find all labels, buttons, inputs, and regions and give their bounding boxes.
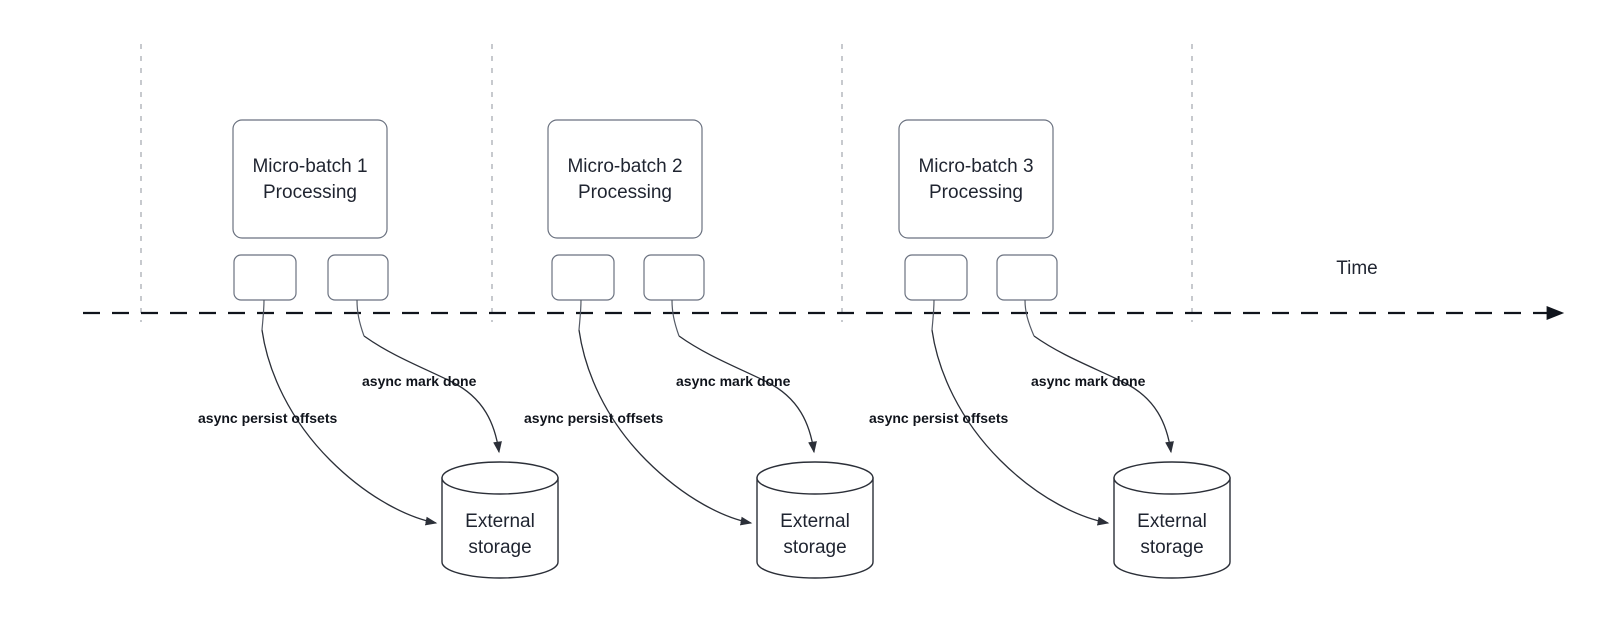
external-storage-3-label-line2: storage [1140,537,1203,558]
task-2b-box[interactable] [643,254,705,301]
micro-batch-3-box[interactable] [898,119,1054,239]
external-storage-1-label-line2: storage [468,537,531,558]
task-1a-box[interactable] [233,254,297,301]
external-storage-1-label-line1: External [465,511,535,532]
task-1b-box[interactable] [327,254,389,301]
task-3a-stem [931,299,935,331]
external-storage-2-top [756,461,874,495]
time-axis: Time [83,258,1565,321]
task-2a-box[interactable] [551,254,615,301]
micro-batch-2-box[interactable] [547,119,703,239]
task-1a-stem [261,299,265,331]
micro-batch-3-label-line2: Processing [929,182,1023,203]
external-storage-2-body [756,477,874,579]
task-3b-stem [1024,299,1035,337]
external-storage-1[interactable]: External storage [441,461,559,579]
async-mark-done-label-3: async mark done [1031,373,1146,389]
task-2b-stem [671,299,680,337]
micro-batch-2-label-line2: Processing [578,182,672,203]
micro-batch-group-1: Micro-batch 1 Processing External storag… [198,119,559,579]
time-axis-label: Time [1336,258,1378,279]
external-storage-1-top [441,461,559,495]
async-persist-offsets-arrow-1 [261,329,438,526]
task-2a-stem [578,299,582,331]
async-persist-offsets-arrow-2 [578,329,753,526]
async-mark-done-label-1: async mark done [362,373,477,389]
external-storage-2-label-line1: External [780,511,850,532]
external-storage-2[interactable]: External storage [756,461,874,579]
micro-batch-1-box[interactable] [232,119,388,239]
micro-batch-1-label-line1: Micro-batch 1 [252,156,367,177]
async-persist-offsets-label-3: async persist offsets [869,410,1008,426]
async-persist-offsets-label-1: async persist offsets [198,410,337,426]
async-mark-done-arrow-1 [363,335,502,454]
external-storage-1-body [441,477,559,579]
external-storage-3-label-line1: External [1137,511,1207,532]
task-3a-box[interactable] [904,254,968,301]
external-storage-2-label-line2: storage [783,537,846,558]
task-1b-stem [356,299,365,337]
external-storage-3[interactable]: External storage [1113,461,1231,579]
async-mark-done-arrow-2 [678,335,817,454]
external-storage-3-body [1113,477,1231,579]
micro-batch-group-2: Micro-batch 2 Processing External storag… [524,119,874,579]
micro-batch-group-3: Micro-batch 3 Processing External storag… [869,119,1231,579]
async-mark-done-label-2: async mark done [676,373,791,389]
external-storage-3-top [1113,461,1231,495]
micro-batch-3-label-line1: Micro-batch 3 [918,156,1033,177]
async-persist-offsets-arrow-3 [931,329,1110,526]
micro-batch-1-label-line2: Processing [263,182,357,203]
micro-batch-2-label-line1: Micro-batch 2 [567,156,682,177]
async-mark-done-arrow-3 [1033,335,1174,454]
boundary-lines [140,44,1193,322]
async-persist-offsets-label-2: async persist offsets [524,410,663,426]
task-3b-box[interactable] [996,254,1058,301]
